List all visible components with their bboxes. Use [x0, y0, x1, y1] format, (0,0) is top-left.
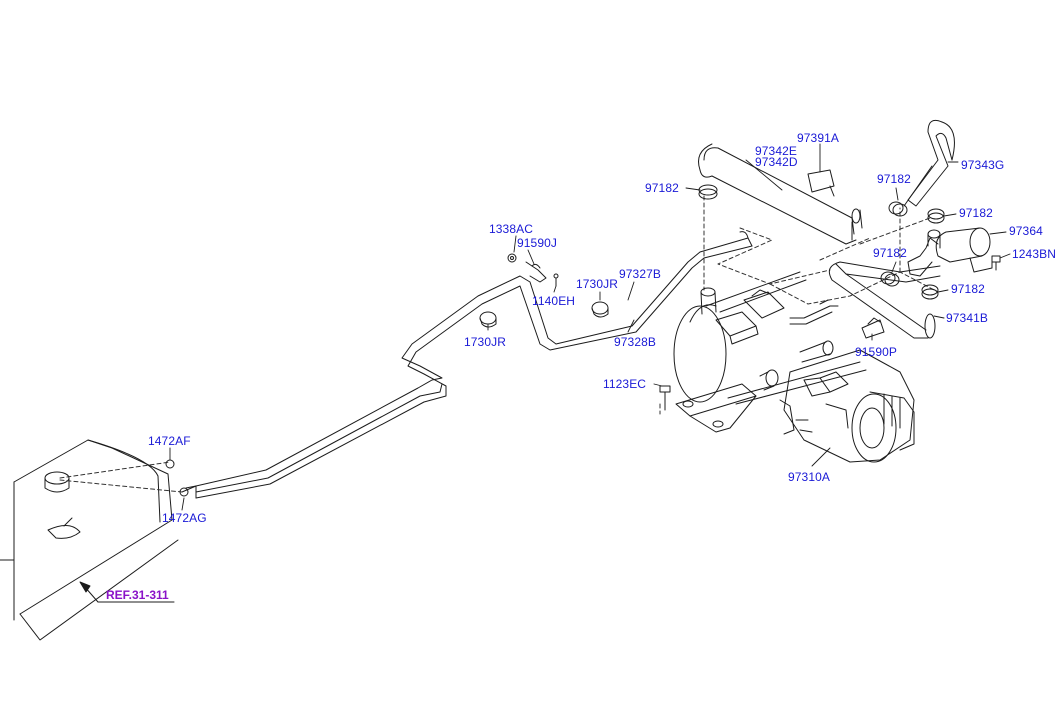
label-97182-a: 97182 — [645, 181, 679, 195]
label-97182-c: 97182 — [959, 206, 993, 220]
fasteners-top-left — [165, 253, 559, 497]
ref-arrow — [79, 581, 175, 603]
label-97364: 97364 — [1009, 224, 1043, 238]
pump-97364 — [907, 227, 993, 277]
hose-97343g — [903, 119, 955, 207]
clip-91590p — [861, 317, 885, 339]
leader-lines — [59, 195, 939, 493]
label-97343g: 97343G — [961, 158, 1005, 172]
label-97342d: 97342D — [755, 155, 798, 169]
label-97328b: 97328B — [614, 335, 656, 349]
hose-97341b — [828, 261, 941, 339]
bolt-1243bn — [991, 255, 1001, 271]
label-97391a: 97391A — [797, 131, 839, 145]
label-1730jr-b: 1730JR — [464, 335, 506, 349]
fuel-line-97327b — [181, 231, 753, 499]
label-97341b: 97341B — [946, 311, 988, 325]
label-97182-b: 97182 — [877, 172, 911, 186]
bolt-1123ec — [659, 385, 671, 411]
label-97342e: 97342E — [755, 144, 797, 158]
label-1472af: 1472AF — [148, 434, 191, 448]
label-1140eh: 1140EH — [532, 294, 576, 308]
label-91590p: 91590P — [855, 345, 897, 359]
label-97327b: 97327B — [619, 267, 661, 281]
small-pipe — [789, 299, 839, 325]
fuel-tank — [0, 439, 179, 641]
clamps-1730jr — [479, 301, 609, 328]
label-1472ag: 1472AG — [162, 511, 207, 525]
hose-97342 — [698, 143, 863, 245]
label-97182-e: 97182 — [951, 282, 985, 296]
label-1730jr-a: 1730JR — [576, 277, 618, 291]
label-97310a: 97310A — [788, 470, 830, 484]
label-1338ac: 1338AC — [489, 222, 533, 236]
reference-link[interactable]: REF.31-311 — [106, 588, 169, 602]
label-1243bn: 1243BN — [1012, 247, 1056, 261]
label-91590j: 91590J — [517, 236, 557, 250]
heater-97310a — [673, 271, 915, 463]
clamps-97182 — [698, 184, 945, 300]
label-97182-d: 97182 — [873, 246, 907, 260]
label-1123ec: 1123EC — [603, 377, 647, 391]
label-leaders — [169, 143, 1011, 511]
bracket-97391a — [807, 169, 835, 197]
